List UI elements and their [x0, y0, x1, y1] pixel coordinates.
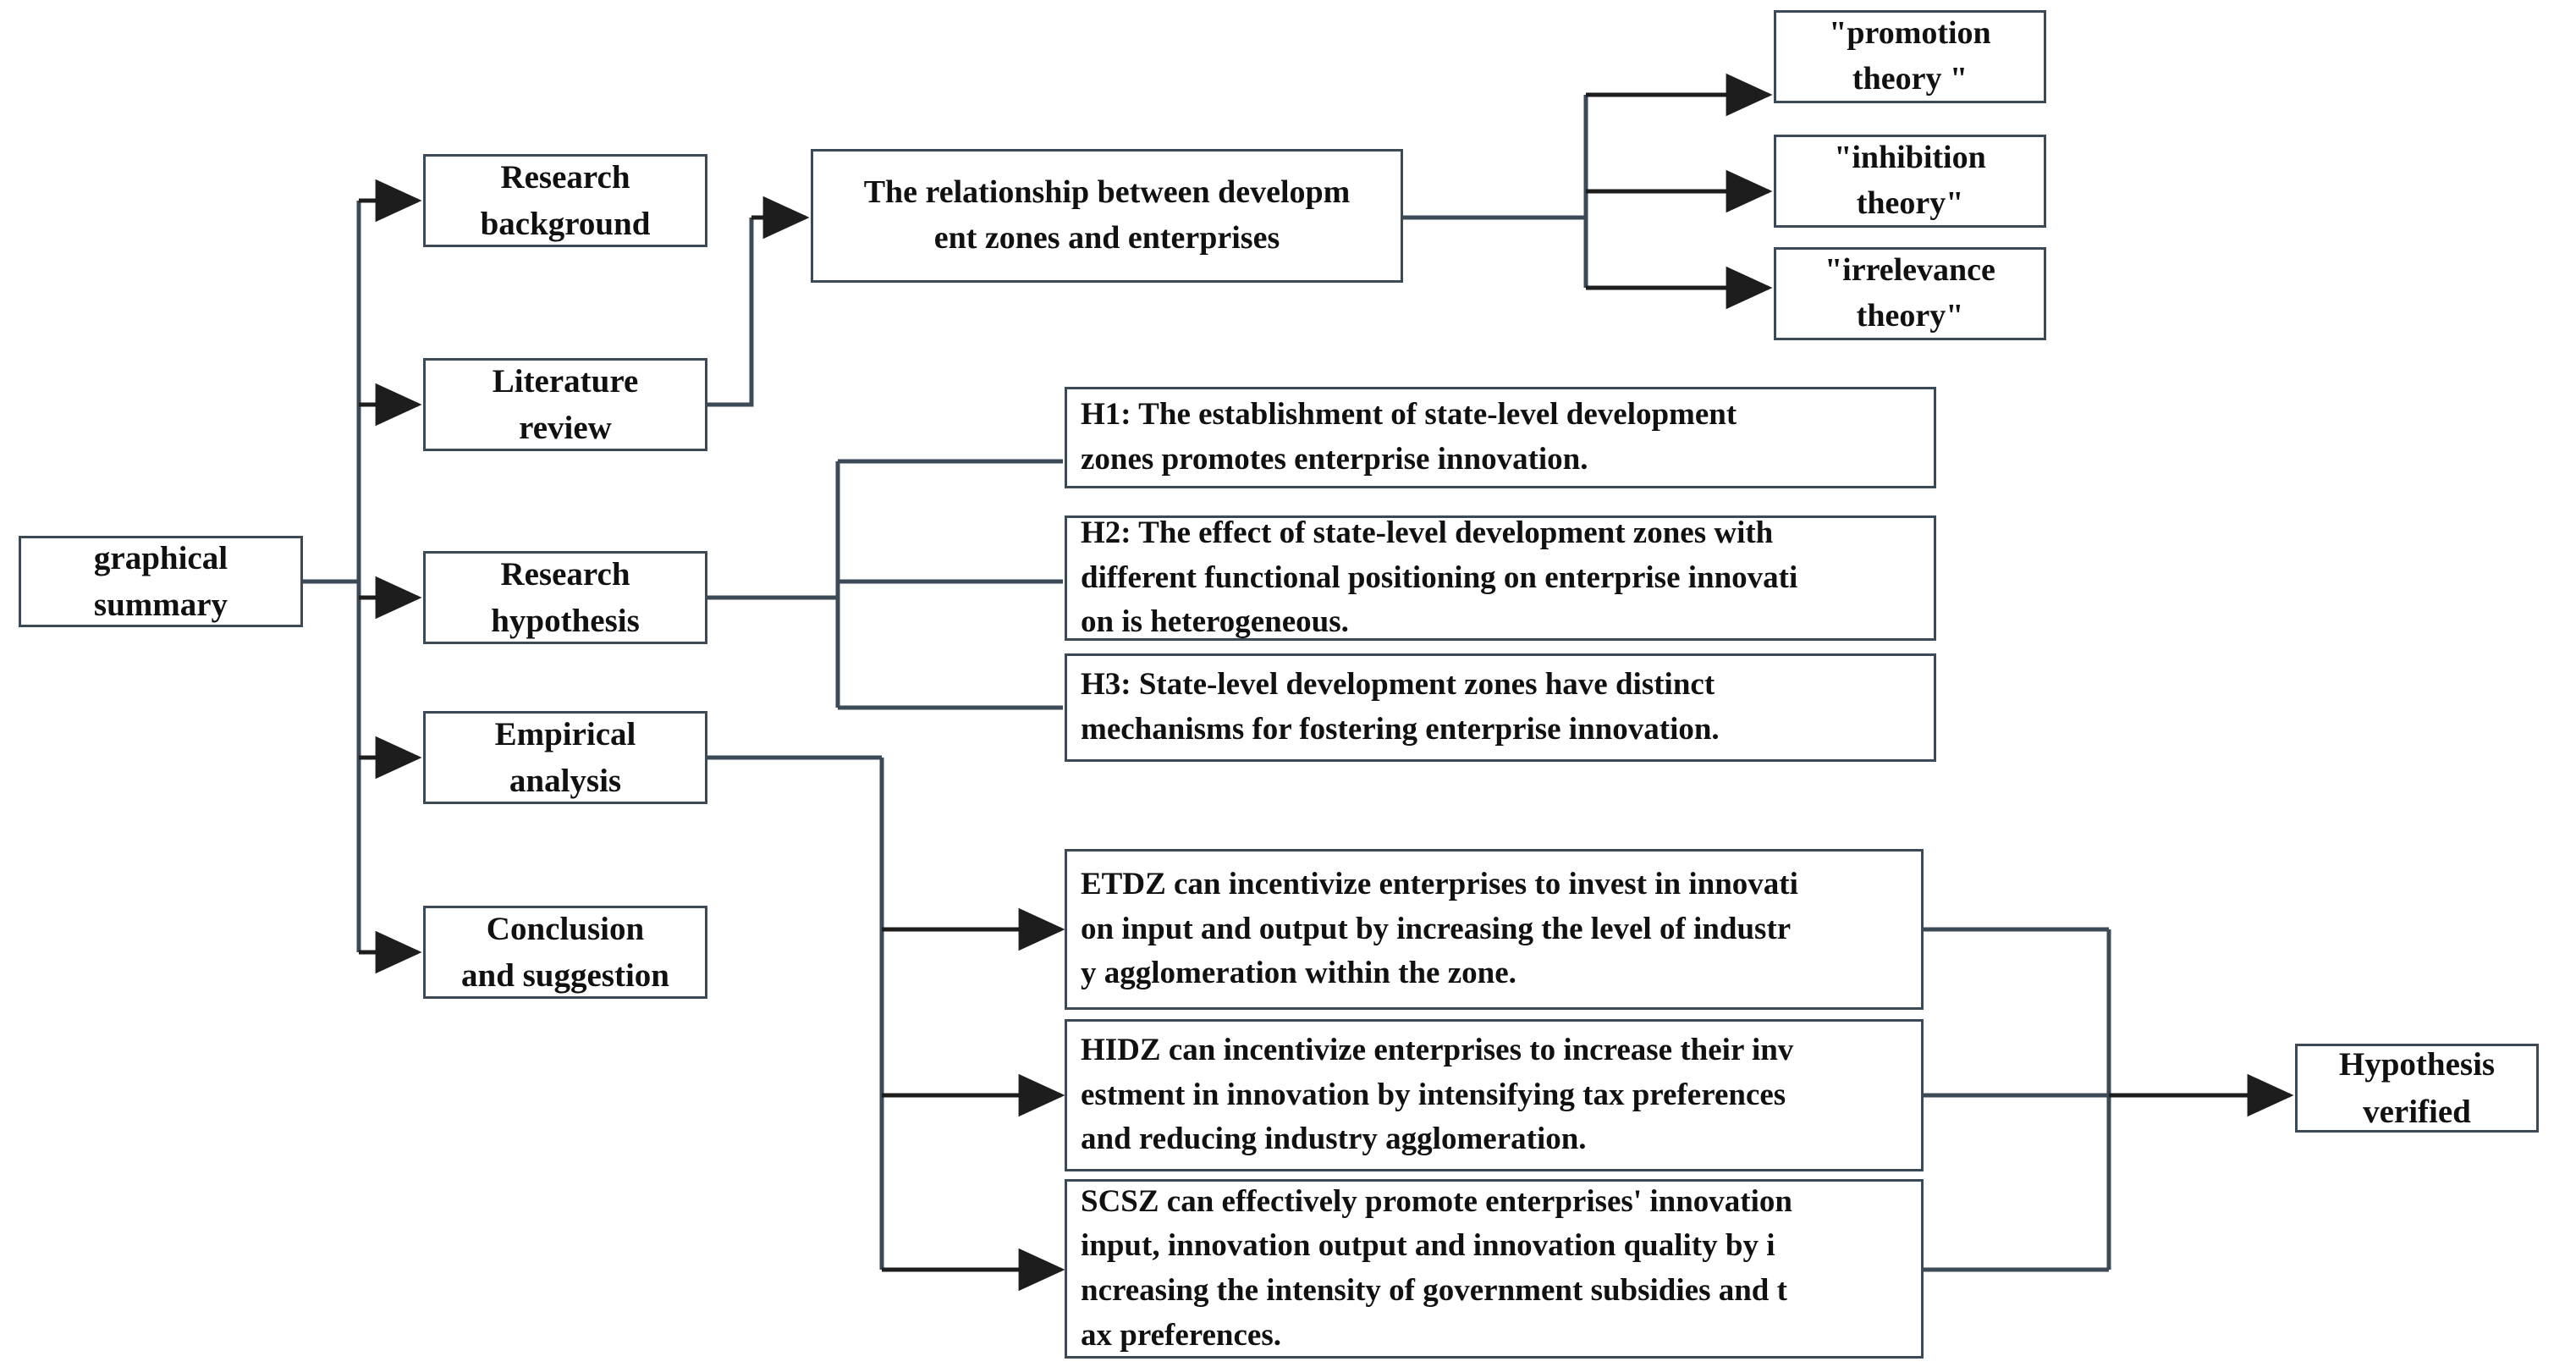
- wire-literature-to-relationship: [707, 218, 754, 407]
- node-hypothesis-h3-label: H3: State-level development zones have d…: [1081, 667, 1720, 747]
- node-inhibition-theory-label: "inhibition theory": [1834, 140, 1986, 221]
- node-research-hypothesis-label: Research hypothesis: [491, 555, 640, 639]
- node-literature-review-label: Literature review: [492, 362, 639, 446]
- node-empirical-analysis[interactable]: Empirical analysis: [423, 711, 707, 804]
- node-irrelevance-theory[interactable]: "irrelevance theory": [1774, 247, 2046, 340]
- node-research-background[interactable]: Research background: [423, 154, 707, 247]
- node-research-hypothesis[interactable]: Research hypothesis: [423, 551, 707, 644]
- node-graphical-summary-label: graphical summary: [93, 539, 228, 623]
- node-hypothesis-h1-label: H1: The establishment of state-level dev…: [1081, 397, 1737, 477]
- node-hypothesis-verified[interactable]: Hypothesis verified: [2295, 1044, 2539, 1133]
- node-empirical-analysis-label: Empirical analysis: [494, 715, 636, 799]
- node-hypothesis-h2-label: H2: The effect of state-level developmen…: [1081, 515, 1798, 640]
- node-promotion-theory-label: "promotion theory ": [1829, 15, 1991, 96]
- node-hypothesis-h3[interactable]: H3: State-level development zones have d…: [1065, 653, 1936, 762]
- node-hypothesis-h1[interactable]: H1: The establishment of state-level dev…: [1065, 387, 1936, 488]
- node-mechanism-hidz-label: HIDZ can incentivize enterprises to incr…: [1081, 1033, 1794, 1157]
- node-promotion-theory[interactable]: "promotion theory ": [1774, 10, 2046, 103]
- node-mechanism-scsz-label: SCSZ can effectively promote enterprises…: [1081, 1183, 1792, 1353]
- node-hypothesis-verified-label: Hypothesis verified: [2338, 1046, 2496, 1130]
- node-mechanism-scsz[interactable]: SCSZ can effectively promote enterprises…: [1065, 1179, 1924, 1359]
- node-inhibition-theory[interactable]: "inhibition theory": [1774, 135, 2046, 228]
- node-hypothesis-h2[interactable]: H2: The effect of state-level developmen…: [1065, 515, 1936, 641]
- node-conclusion-and-suggestion-label: Conclusion and suggestion: [461, 910, 669, 994]
- node-mechanism-etdz[interactable]: ETDZ can incentivize enterprises to inve…: [1065, 849, 1924, 1010]
- node-graphical-summary[interactable]: graphical summary: [19, 536, 303, 627]
- node-conclusion-and-suggestion[interactable]: Conclusion and suggestion: [423, 906, 707, 999]
- node-relationship-label: The relationship between developm ent zo…: [863, 174, 1351, 256]
- node-research-background-label: Research background: [480, 158, 651, 242]
- node-irrelevance-theory-label: "irrelevance theory": [1825, 252, 1995, 333]
- node-relationship-zones-enterprises[interactable]: The relationship between developm ent zo…: [811, 149, 1403, 283]
- node-literature-review[interactable]: Literature review: [423, 358, 707, 451]
- node-mechanism-hidz[interactable]: HIDZ can incentivize enterprises to incr…: [1065, 1019, 1924, 1171]
- node-mechanism-etdz-label: ETDZ can incentivize enterprises to inve…: [1081, 867, 1798, 991]
